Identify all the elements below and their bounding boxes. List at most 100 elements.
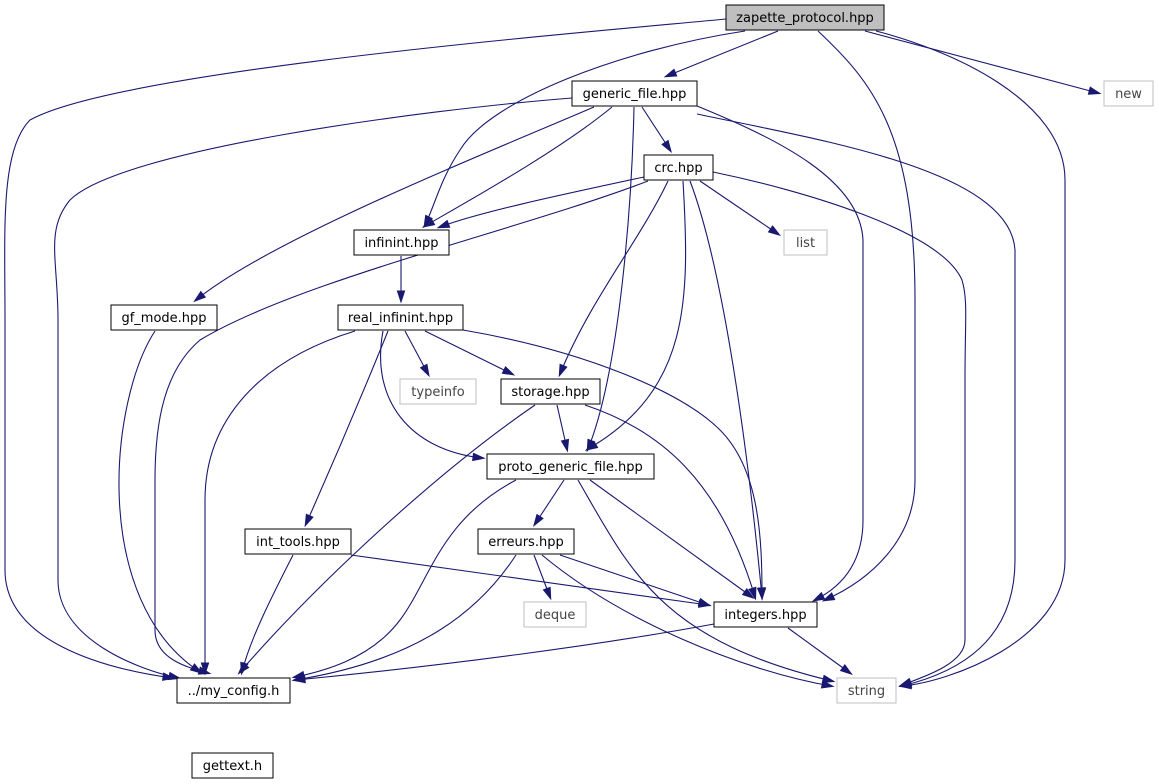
arrow-head xyxy=(292,674,306,684)
node-integers[interactable]: integers.hpp xyxy=(713,601,818,628)
edge-zapette-to-integers xyxy=(817,30,916,602)
node-box xyxy=(523,601,587,628)
edge-int_tools-to-my_config xyxy=(240,554,294,676)
node-erreurs[interactable]: erreurs.hpp xyxy=(477,528,575,555)
node-label: deque xyxy=(535,608,576,623)
edge-real_infinint-to-my_config xyxy=(200,330,356,676)
node-label: crc.hpp xyxy=(654,161,702,176)
node-zapette[interactable]: zapette_protocol.hpp xyxy=(725,4,885,31)
node-box xyxy=(486,453,655,480)
edge-line xyxy=(699,180,779,235)
arrow-head xyxy=(661,139,672,154)
node-label: list xyxy=(796,236,815,251)
node-generic-file[interactable]: generic_file.hpp xyxy=(571,80,698,107)
edge-line xyxy=(118,330,201,673)
edge-generic_file-to-gf_mode xyxy=(193,106,595,303)
arrow-head xyxy=(898,677,913,687)
node-deque: deque xyxy=(523,601,587,628)
edge-storage-to-integers xyxy=(584,404,757,601)
edge-line xyxy=(817,30,916,601)
edge-real_infinint-to-typeinfo xyxy=(404,330,430,378)
node-crc[interactable]: crc.hpp xyxy=(643,154,714,181)
node-infinint[interactable]: infinint.hpp xyxy=(353,229,450,256)
arrow-head xyxy=(767,225,781,237)
arrow-head xyxy=(304,513,314,528)
edge-line xyxy=(350,554,709,606)
edge-line xyxy=(294,554,517,681)
edge-line xyxy=(195,106,595,301)
edge-generic_file-to-string xyxy=(696,113,1016,688)
node-box xyxy=(713,601,818,628)
node-proto-generic-file[interactable]: proto_generic_file.hpp xyxy=(486,453,655,480)
edge-line xyxy=(712,171,967,686)
node-box xyxy=(643,154,714,181)
arrow-head xyxy=(1087,86,1102,95)
arrow-head xyxy=(193,290,207,303)
node-label: new xyxy=(1115,87,1142,102)
edge-integers-to-string xyxy=(787,627,853,676)
edge-zapette-to-new xyxy=(864,30,1102,95)
edge-line xyxy=(666,30,779,77)
edge-line xyxy=(696,105,864,601)
node-int-tools[interactable]: int_tools.hpp xyxy=(244,528,352,555)
edge-erreurs-to-my_config xyxy=(291,554,517,683)
edge-real_infinint-to-int_tools xyxy=(304,330,389,528)
edge-zapette-to-infinint xyxy=(423,30,746,229)
arrow-head xyxy=(820,680,835,689)
node-typeinfo: typeinfo xyxy=(399,378,477,405)
edge-int_tools-to-integers xyxy=(350,554,712,608)
arrow-head xyxy=(240,661,249,676)
edge-crc-to-list xyxy=(699,180,781,237)
node-gf-mode[interactable]: gf_mode.hpp xyxy=(110,304,218,331)
node-box xyxy=(571,80,698,107)
arrow-head xyxy=(697,597,712,607)
edge-line xyxy=(584,404,756,598)
arrow-head xyxy=(472,452,486,462)
arrow-head xyxy=(748,586,757,601)
node-box xyxy=(477,528,575,555)
edge-integers-to-my_config xyxy=(292,623,715,684)
node-box xyxy=(110,304,218,331)
edge-zapette-to-string xyxy=(875,30,1066,690)
edge-crc-to-string xyxy=(712,171,967,687)
edge-storage-to-proto_generic_file xyxy=(556,404,570,453)
edge-line xyxy=(559,554,709,606)
edge-line xyxy=(589,479,753,598)
arrow-head xyxy=(542,586,552,601)
edge-line xyxy=(541,554,832,687)
node-gettext[interactable]: gettext.h xyxy=(191,752,274,779)
node-real-infinint[interactable]: real_infinint.hpp xyxy=(337,304,464,331)
arrow-head xyxy=(396,290,406,304)
edge-line xyxy=(4,18,727,679)
node-label: gettext.h xyxy=(203,759,262,774)
node-label: real_infinint.hpp xyxy=(348,311,453,326)
node-label: infinint.hpp xyxy=(364,236,438,251)
edge-line xyxy=(689,180,763,598)
node-label: zapette_protocol.hpp xyxy=(736,11,874,26)
edge-line xyxy=(424,30,746,226)
node-label: erreurs.hpp xyxy=(488,535,563,550)
edge-crc-to-integers xyxy=(689,180,766,601)
edge-proto_generic_file-to-integers xyxy=(589,479,755,600)
edge-infinint-to-real_infinint xyxy=(396,256,406,304)
node-box xyxy=(399,378,477,405)
arrow-head xyxy=(419,363,430,378)
edge-line xyxy=(462,329,763,598)
edge-line xyxy=(295,623,715,681)
arrow-head xyxy=(811,591,826,602)
arrow-head xyxy=(741,587,755,600)
node-storage[interactable]: storage.hpp xyxy=(500,378,601,405)
edge-real_infinint-to-proto_generic_file xyxy=(380,330,486,462)
edge-line xyxy=(54,97,573,679)
edge-generic_file-to-infinint xyxy=(421,106,613,228)
node-my-config[interactable]: ../my_config.h xyxy=(176,677,291,704)
edge-line xyxy=(204,330,356,672)
node-box xyxy=(353,229,450,256)
edge-erreurs-to-integers xyxy=(559,554,712,607)
node-label: string xyxy=(848,684,885,699)
edge-line xyxy=(439,176,645,228)
edge-line xyxy=(587,180,687,450)
edge-line xyxy=(424,106,613,227)
edge-generic_file-to-integers xyxy=(696,105,864,602)
node-box xyxy=(783,229,828,256)
